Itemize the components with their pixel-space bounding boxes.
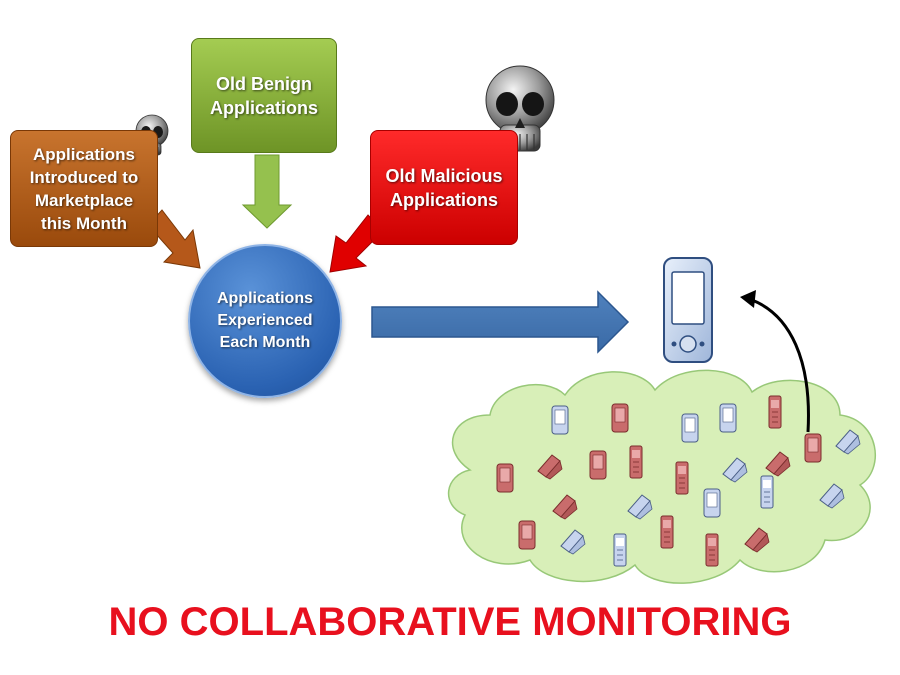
phone-icon: [768, 395, 782, 429]
phone-icon: [705, 533, 719, 567]
box-old-benign-label: Old Benign Applications: [209, 73, 318, 118]
phone-icon: [663, 257, 713, 363]
circle-applications-experienced: Applications Experienced Each Month: [188, 244, 342, 398]
phone-icon: [613, 533, 627, 567]
phone-icon: [551, 405, 569, 435]
flow-arrow-main: [371, 290, 630, 354]
phone-icon: [719, 403, 737, 433]
phone-icon: [703, 488, 721, 518]
phone-icon: [629, 445, 643, 479]
box-old-malicious-applications: Old Malicious Applications: [370, 130, 518, 245]
box-old-benign-applications: Old Benign Applications: [191, 38, 337, 153]
box-old-malicious-label: Old Malicious Applications: [385, 165, 503, 210]
phone-icon: [675, 461, 689, 495]
headline: NO COLLABORATIVE MONITORING: [108, 600, 792, 644]
phone-icon: [496, 463, 514, 493]
phone-icon: [518, 520, 536, 550]
phone-icon: [804, 433, 822, 463]
box-new-applications-label: Applications Introduced to Marketplace t…: [29, 144, 139, 233]
circle-label: Applications Experienced Each Month: [216, 290, 313, 351]
box-new-applications: Applications Introduced to Marketplace t…: [10, 130, 158, 247]
curved-arrow: [740, 290, 810, 433]
phone-icon: [589, 450, 607, 480]
phone-icon: [760, 475, 774, 509]
phone-icon: [611, 403, 629, 433]
phone-icon: [660, 515, 674, 549]
flow-arrow-intro: [147, 209, 201, 269]
flow-arrow-benign: [241, 154, 293, 229]
phone-icon: [681, 413, 699, 443]
